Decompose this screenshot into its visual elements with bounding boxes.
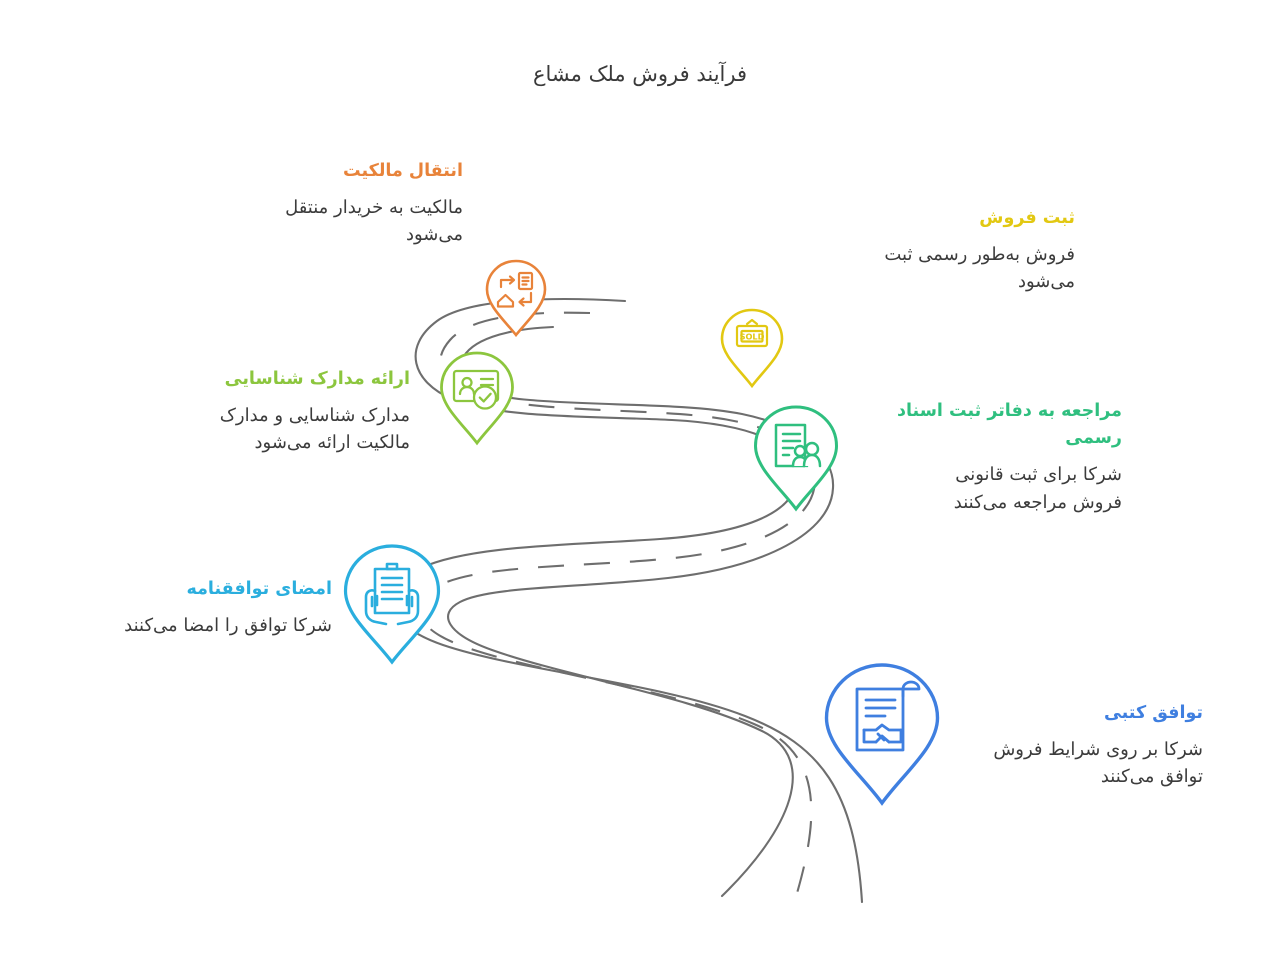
step-title-identity-documents: ارائه مدارک شناسایی (224, 369, 410, 389)
step-title-written-agreement: توافق کتبی (1103, 703, 1203, 723)
step-body-register-sale: فروش به‌طور رسمی ثبت می‌شود (884, 244, 1075, 293)
pin-shape (343, 544, 441, 665)
step-text-identity-documents: ارائه مدارک شناسایی مدارک شناسایی و مدار… (160, 366, 410, 457)
page-title: فرآیند فروش ملک مشاع (533, 62, 747, 86)
pin-sign-agreement[interactable] (342, 543, 442, 665)
sold-sign-icon (735, 318, 769, 348)
step-text-transfer-ownership: انتقال مالکیت مالکیت به خریدار منتقل می‌… (213, 158, 463, 249)
step-body-sign-agreement: شرکا توافق را امضا می‌کنند (124, 615, 332, 637)
step-body-notary-office: شرکا برای ثبت قانونی فروش مراجعه می‌کنند (953, 464, 1122, 513)
id-card-check-icon (452, 369, 500, 410)
pin-written-agreement[interactable] (823, 662, 941, 806)
hands-holding-document-icon (364, 562, 420, 626)
step-body-transfer-ownership: مالکیت به خریدار منتقل می‌شود (285, 197, 463, 246)
pin-shape (485, 259, 547, 338)
step-body-written-agreement: شرکا بر روی شرایط فروش توافق می‌کنند (993, 739, 1203, 788)
sold-sign-label: SOLD (740, 332, 765, 342)
ownership-transfer-icon (496, 271, 534, 308)
step-title-notary-office: مراجعه به دفاتر ثبت اسناد رسمی (897, 401, 1122, 449)
step-text-register-sale: ثبت فروش فروش به‌طور رسمی ثبت می‌شود (825, 205, 1075, 296)
pin-shape (824, 663, 940, 806)
step-title-sign-agreement: امضای توافقنامه (186, 579, 332, 599)
pin-identity-documents[interactable] (438, 350, 516, 446)
document-people-icon (774, 423, 822, 468)
step-title-transfer-ownership: انتقال مالکیت (343, 161, 463, 181)
pin-transfer-ownership[interactable] (484, 258, 548, 338)
step-text-notary-office: مراجعه به دفاتر ثبت اسناد رسمی شرکا برای… (877, 398, 1122, 516)
pin-notary-office[interactable] (752, 404, 840, 512)
step-text-written-agreement: توافق کتبی شرکا بر روی شرایط فروش توافق … (973, 700, 1203, 791)
pin-register-sale[interactable]: SOLD (719, 307, 785, 389)
step-body-identity-documents: مدارک شناسایی و مدارک مالکیت ارائه می‌شو… (219, 405, 410, 454)
contract-handshake-icon (855, 680, 921, 752)
step-title-register-sale: ثبت فروش (979, 208, 1075, 228)
step-text-sign-agreement: امضای توافقنامه شرکا توافق را امضا می‌کن… (32, 576, 332, 639)
